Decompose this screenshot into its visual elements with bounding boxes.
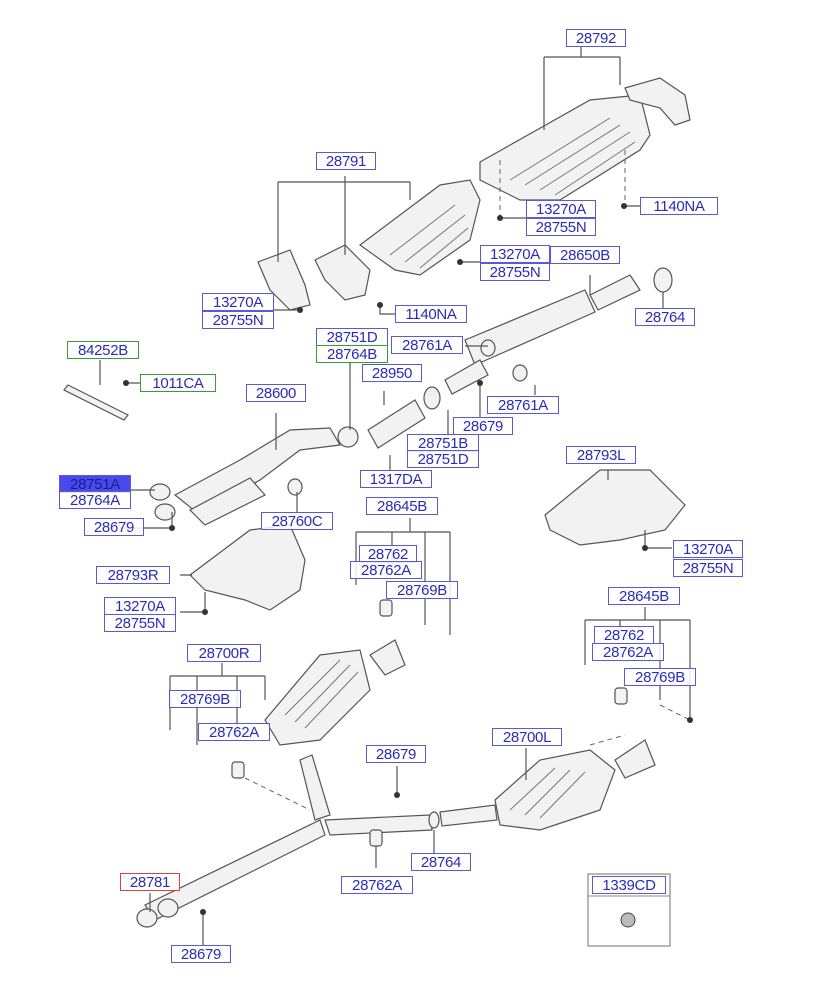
catalytic-converter bbox=[337, 386, 441, 449]
part-label-13270A[interactable]: 13270A bbox=[673, 540, 743, 558]
part-label-1339CD[interactable]: 1339CD bbox=[592, 876, 666, 894]
part-label-28950[interactable]: 28950 bbox=[362, 364, 422, 382]
part-label-1140NA[interactable]: 1140NA bbox=[640, 197, 718, 215]
part-label-28755N[interactable]: 28755N bbox=[202, 311, 274, 329]
part-label-28762[interactable]: 28762 bbox=[594, 626, 654, 644]
nut-box bbox=[587, 873, 671, 947]
part-label-28679[interactable]: 28679 bbox=[366, 745, 426, 763]
nut-icon bbox=[620, 912, 636, 928]
part-label-28751D[interactable]: 28751D bbox=[316, 328, 388, 346]
part-label-28751D[interactable]: 28751D bbox=[407, 450, 479, 468]
part-label-28764B[interactable]: 28764B bbox=[316, 345, 388, 363]
heat-shield-28792 bbox=[479, 77, 691, 201]
part-label-28755N[interactable]: 28755N bbox=[104, 614, 176, 632]
front-pipe bbox=[149, 427, 341, 526]
part-label-28793L[interactable]: 28793L bbox=[566, 446, 636, 464]
heat-shield-28793R bbox=[189, 524, 306, 611]
part-label-28762A[interactable]: 28762A bbox=[198, 723, 270, 741]
part-label-28600[interactable]: 28600 bbox=[246, 384, 306, 402]
part-label-28645B[interactable]: 28645B bbox=[608, 587, 680, 605]
center-muffler bbox=[444, 267, 673, 395]
part-label-84252B[interactable]: 84252B bbox=[67, 341, 139, 359]
part-label-28760C[interactable]: 28760C bbox=[261, 512, 333, 530]
part-label-13270A[interactable]: 13270A bbox=[526, 200, 596, 218]
part-label-28762A[interactable]: 28762A bbox=[341, 876, 413, 894]
part-label-28761A[interactable]: 28761A bbox=[487, 396, 559, 414]
part-label-28679[interactable]: 28679 bbox=[453, 417, 513, 435]
part-label-28781[interactable]: 28781 bbox=[120, 873, 180, 891]
part-label-28769B[interactable]: 28769B bbox=[386, 581, 458, 599]
part-label-1011CA[interactable]: 1011CA bbox=[140, 374, 216, 392]
bracket-84252B bbox=[63, 384, 129, 421]
part-label-28679[interactable]: 28679 bbox=[171, 945, 231, 963]
part-label-28755N[interactable]: 28755N bbox=[673, 559, 743, 577]
part-label-13270A[interactable]: 13270A bbox=[202, 293, 274, 311]
part-label-28791[interactable]: 28791 bbox=[316, 152, 376, 170]
part-label-28769B[interactable]: 28769B bbox=[624, 668, 696, 686]
heat-shield-28791 bbox=[257, 179, 481, 311]
part-label-28700R[interactable]: 28700R bbox=[187, 644, 261, 662]
part-label-28769B[interactable]: 28769B bbox=[169, 690, 241, 708]
part-label-28755N[interactable]: 28755N bbox=[480, 263, 550, 281]
part-label-28793R[interactable]: 28793R bbox=[96, 566, 170, 584]
part-label-13270A[interactable]: 13270A bbox=[104, 597, 176, 615]
hanger-rubber bbox=[231, 761, 245, 779]
part-label-28755N[interactable]: 28755N bbox=[526, 218, 596, 236]
rear-muffler-left bbox=[494, 739, 656, 831]
y-pipe bbox=[136, 754, 498, 928]
part-label-1140NA[interactable]: 1140NA bbox=[395, 305, 467, 323]
part-label-28764A[interactable]: 28764A bbox=[59, 491, 131, 509]
hanger-rubber bbox=[379, 599, 393, 617]
part-label-28762A[interactable]: 28762A bbox=[592, 643, 664, 661]
part-label-28792[interactable]: 28792 bbox=[566, 29, 626, 47]
part-label-13270A[interactable]: 13270A bbox=[480, 245, 550, 263]
part-label-28762A[interactable]: 28762A bbox=[350, 561, 422, 579]
hanger-rubber bbox=[614, 687, 628, 705]
bolt-dots bbox=[123, 203, 693, 915]
part-label-28645B[interactable]: 28645B bbox=[366, 497, 438, 515]
rear-muffler-right bbox=[264, 639, 406, 746]
hanger-rubber bbox=[369, 829, 383, 847]
part-label-28700L[interactable]: 28700L bbox=[492, 728, 562, 746]
part-label-1317DA[interactable]: 1317DA bbox=[360, 470, 432, 488]
part-label-28679[interactable]: 28679 bbox=[84, 518, 144, 536]
heat-shield-28793L bbox=[544, 469, 686, 546]
part-label-28761A[interactable]: 28761A bbox=[391, 336, 463, 354]
dashed-links bbox=[244, 704, 691, 811]
part-label-28650B[interactable]: 28650B bbox=[550, 246, 620, 264]
part-label-28764[interactable]: 28764 bbox=[411, 853, 471, 871]
part-label-28764[interactable]: 28764 bbox=[635, 308, 695, 326]
